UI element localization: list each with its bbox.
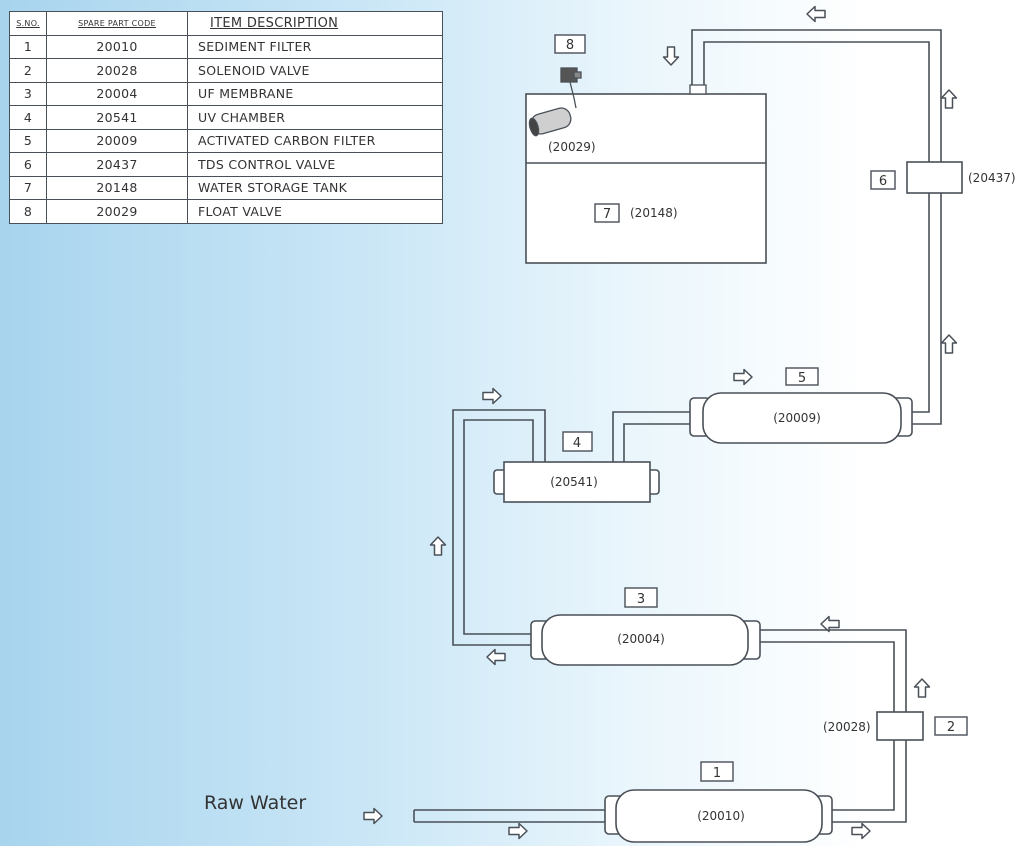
header-sno: S.NO. (9, 11, 47, 36)
pipe-filter-to-valve-outer (826, 740, 907, 823)
arrow-up-icon (429, 536, 447, 556)
row-description: WATER STORAGE TANK (187, 175, 443, 200)
carbon-filter-number: 5 (798, 371, 806, 386)
arrow-left-icon (486, 648, 506, 666)
row-sno: 8 (9, 199, 47, 224)
carbon-filter-code: (20009) (773, 411, 821, 425)
pipe-uf-to-uv (452, 409, 546, 646)
table-header-row: S.NO. SPARE PART CODE ITEM DESCRIPTION (9, 11, 443, 36)
row-sno: 4 (9, 105, 47, 130)
uf-membrane-code: (20004) (617, 632, 665, 646)
uv-chamber-number: 4 (573, 436, 581, 451)
arrow-up-icon (913, 678, 931, 698)
arrow-up-icon (940, 89, 958, 109)
table-row: 3 20004 UF MEMBRANE (9, 81, 443, 106)
row-description: UV CHAMBER (187, 105, 443, 130)
row-sno: 6 (9, 152, 47, 177)
pipe-uv-to-carbon (612, 411, 695, 462)
uf-membrane-number: 3 (637, 592, 645, 607)
parts-table: S.NO. SPARE PART CODE ITEM DESCRIPTION 1… (9, 11, 443, 224)
table-row: 5 20009 ACTIVATED CARBON FILTER (9, 128, 443, 153)
table-row: 1 20010 SEDIMENT FILTER (9, 34, 443, 59)
arrow-right-icon (482, 387, 502, 405)
solenoid-valve-code: (20028) (823, 720, 871, 734)
table-row: 4 20541 UV CHAMBER (9, 105, 443, 130)
float-valve-number: 8 (566, 38, 574, 53)
arrow-left-icon (806, 5, 826, 23)
pipe-carbon-to-tank-outer (910, 193, 942, 425)
uv-chamber: 4 (20541) (493, 431, 660, 503)
float-valve-code: (20029) (548, 140, 596, 154)
table-row: 6 20437 TDS CONTROL VALVE (9, 152, 443, 177)
carbon-filter: 5 (20009) (689, 367, 913, 444)
tds-control-valve: 6 (20437) (870, 161, 1016, 194)
raw-water-label: Raw Water (204, 792, 306, 814)
row-description: FLOAT VALVE (187, 199, 443, 224)
pipe-filter-to-valve (826, 740, 895, 811)
arrow-right-icon (508, 822, 528, 840)
solenoid-valve: 2 (20028) (823, 711, 968, 741)
sediment-filter: 1 (20010) (604, 761, 833, 843)
row-code: 20028 (46, 58, 188, 83)
float-valve-icon (528, 67, 582, 137)
uf-membrane: 3 (20004) (530, 587, 761, 666)
pipe-tds-to-tank-outer (691, 29, 942, 162)
pipe-valve-to-uf (756, 641, 895, 712)
sediment-filter-number: 1 (713, 766, 721, 781)
row-sno: 2 (9, 58, 47, 83)
row-sno: 1 (9, 34, 47, 59)
row-description: TDS CONTROL VALVE (187, 152, 443, 177)
row-sno: 5 (9, 128, 47, 153)
arrow-right-icon (733, 368, 753, 386)
row-description: ACTIVATED CARBON FILTER (187, 128, 443, 153)
pipe-carbon-to-tank (910, 193, 930, 413)
sediment-filter-code: (20010) (697, 809, 745, 823)
arrow-up-icon (940, 334, 958, 354)
row-description: SEDIMENT FILTER (187, 34, 443, 59)
pipe-tds-to-tank (703, 41, 930, 162)
pipes (413, 29, 942, 823)
row-description: SOLENOID VALVE (187, 58, 443, 83)
row-code: 20004 (46, 81, 188, 106)
pipe-uf-to-uv-inner (463, 419, 536, 635)
pipe-inlet (413, 809, 610, 823)
tank-number: 7 (603, 207, 611, 222)
tds-valve-number: 6 (879, 174, 887, 189)
row-description: UF MEMBRANE (187, 81, 443, 106)
table-row: 2 20028 SOLENOID VALVE (9, 58, 443, 83)
arrow-down-icon (662, 46, 680, 66)
row-code: 20010 (46, 34, 188, 59)
solenoid-valve-number: 2 (947, 720, 955, 735)
tank-code: (20148) (630, 206, 678, 220)
tds-valve-code: (20437) (968, 171, 1016, 185)
uv-chamber-code: (20541) (550, 475, 598, 489)
float-valve: 8 (20029) (528, 34, 596, 154)
pipe-valve-to-uf-outer (756, 629, 907, 712)
table-row: 8 20029 FLOAT VALVE (9, 199, 443, 224)
arrow-right-icon (851, 822, 871, 840)
pipe-uv-to-carbon-inner (623, 423, 695, 462)
row-code: 20029 (46, 199, 188, 224)
row-code: 20437 (46, 152, 188, 177)
row-code: 20541 (46, 105, 188, 130)
arrow-right-icon (363, 807, 383, 825)
